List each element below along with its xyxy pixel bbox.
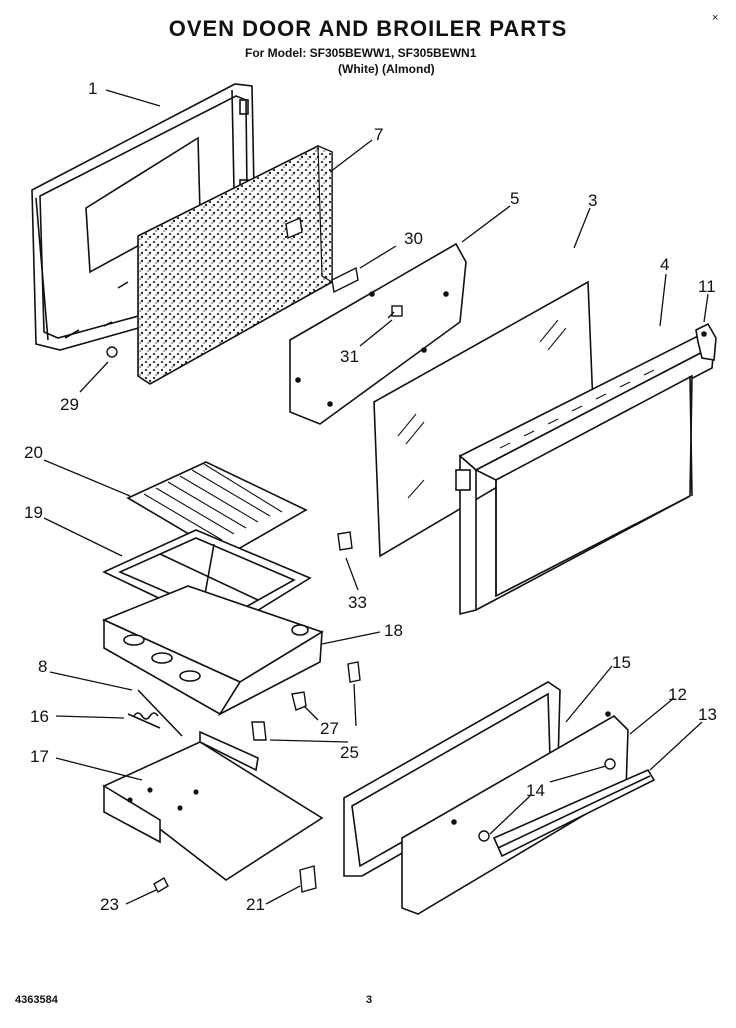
callout-3: 3 <box>588 191 597 210</box>
small-hardware <box>106 216 403 551</box>
callout-25: 25 <box>340 743 359 762</box>
handle-screws <box>478 758 616 842</box>
page-title: OVEN DOOR AND BROILER PARTS <box>168 16 568 41</box>
callout-17: 17 <box>30 747 49 766</box>
hinge-clip <box>695 322 717 361</box>
callout-11: 11 <box>698 277 716 296</box>
callout-18: 18 <box>384 621 403 640</box>
callout-29: 29 <box>60 395 79 414</box>
bumper-and-bracket <box>153 865 317 893</box>
color-line: (White) (Almond) <box>338 62 435 76</box>
callout-27: 27 <box>320 719 339 738</box>
callout-23: 23 <box>100 895 119 914</box>
close-icon[interactable]: × <box>712 12 719 24</box>
inner-door-panel <box>289 242 467 425</box>
leader-lines <box>43 89 709 905</box>
page-number: 3 <box>366 994 373 1006</box>
callout-5: 5 <box>510 189 519 208</box>
broiler-tray <box>101 585 324 717</box>
callout-30: 30 <box>404 229 423 248</box>
callout-1: 1 <box>88 79 97 98</box>
document-number: 4363584 <box>15 994 58 1006</box>
callout-31: 31 <box>340 347 359 366</box>
callout-4: 4 <box>660 255 669 274</box>
door-frame <box>455 335 716 616</box>
callout-14: 14 <box>526 781 545 800</box>
callout-7: 7 <box>374 125 383 144</box>
model-line: For Model: SF305BEWW1, SF305BEWN1 <box>245 46 477 60</box>
callout-15: 15 <box>612 653 631 672</box>
callout-20: 20 <box>24 443 43 462</box>
callout-8: 8 <box>38 657 47 676</box>
callout-13: 13 <box>698 705 717 724</box>
callout-12: 12 <box>668 685 687 704</box>
broiler-clips <box>251 661 361 741</box>
broiler-drawer <box>102 730 324 881</box>
drawer-handle <box>492 768 656 858</box>
callout-16: 16 <box>30 707 49 726</box>
callout-33: 33 <box>348 593 367 612</box>
broiler-rod-and-spring <box>127 689 183 737</box>
callout-19: 19 <box>24 503 43 522</box>
broiler-grid <box>126 461 308 557</box>
callout-21: 21 <box>246 895 265 914</box>
callout-labels: 1 7 5 30 3 4 11 31 29 20 19 33 18 8 15 1… <box>24 79 717 914</box>
